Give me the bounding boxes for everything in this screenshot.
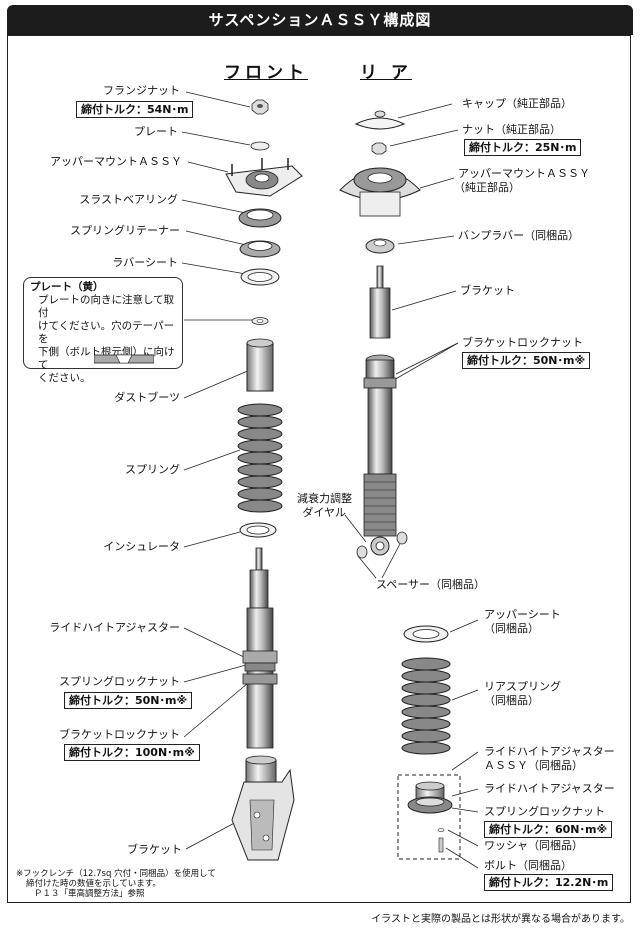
rear-bump-rubber-label: バンプラバー（同梱品） [458,229,580,242]
plate-orientation-icon [94,354,154,364]
front-flange-nut-drawing [251,99,269,115]
front-dust-boot-drawing [246,338,274,392]
rear-spring-sub-label: （同梱品） [484,694,539,707]
rear-nut-torque: 締付トルク：25N･m [464,139,582,156]
footnote-line: Ｐ１３「車高調整方法」参照 [34,889,145,899]
damping-dial-label: 減衰力調整 [297,492,352,505]
rear-upper-seat-drawing [403,625,449,643]
rear-rha-assy-sub-label: ＡＳＳＹ（同梱品） [484,759,583,772]
front-flange-nut-torque: 締付トルク：54N･m [76,101,194,118]
front-ride-height-adjuster-label: ライドハイトアジャスター [49,621,180,634]
front-spring-label: スプリング [125,463,180,476]
rear-bump-rubber-drawing [365,238,395,254]
page-title: サスペンションＡＳＳＹ構成図 [7,5,633,35]
rear-rha-label: ライドハイトアジャスター [484,782,615,795]
front-bracket-drawing [231,755,295,861]
front-insulator-drawing [239,522,277,538]
front-damper-drawing [242,547,278,749]
yellow-plate-note: プレート（黄） プレートの向きに注意して取付 けてください。穴のテーパーを 下側… [23,277,183,384]
rha-assy-dashed-box [397,774,461,860]
front-insulator-label: インシュレータ [103,540,180,553]
front-plate-label: プレート [134,125,178,138]
rear-spacer-label: スペーサー（同梱品） [376,578,486,591]
front-spring-lock-nut-label: スプリングロックナット [59,675,180,688]
rear-spring-drawing [401,657,451,755]
torque-footnote: ※フックレンチ（12.7sq 穴付・同梱品）を使用して 締付けた時の数値を示して… [16,869,216,899]
front-spring-lock-nut-torque: 締付トルク：50N･m※ [64,692,193,709]
front-spring-retainer-label: スプリングリテーナー [70,224,180,237]
rear-spring-lock-nut-label: スプリングロックナット [484,805,605,818]
front-thrust-bearing-drawing [238,208,282,228]
footnote-line: ※フックレンチ（12.7sq 穴付・同梱品）を使用して [16,869,216,879]
front-bracket-lock-nut-label: ブラケットロックナット [59,728,180,741]
front-leader-lines [181,91,252,850]
front-spring-retainer-drawing [239,240,281,258]
rear-upper-seat-sub-label: （同梱品） [484,622,539,635]
rear-bracket-lock-nut-torque: 締付トルク：50N･m※ [462,352,591,369]
rear-ride-height-adjuster-drawing [407,781,453,853]
front-bracket-label: ブラケット [127,843,182,856]
rear-bracket-label: ブラケット [460,284,515,297]
rear-cap-drawing [354,110,406,130]
rear-washer-label: ワッシャ（同梱品） [484,839,583,852]
rear-upper-mount-label: アッパーマウントＡＳＳＹ [458,167,590,180]
rear-damper-drawing [356,265,408,559]
rear-heading: リ ア [360,63,412,83]
rear-upper-seat-label: アッパーシート [484,608,561,621]
front-upper-mount-drawing [225,158,303,197]
note-title: プレート（黄） [30,281,104,293]
rear-spring-label: リアスプリング [484,680,561,693]
rear-bolt-torque: 締付トルク：12.2N･m [484,874,614,891]
note-line: ください。 [38,372,91,384]
rear-bolt-label: ボルト（同梱品） [484,859,572,872]
front-heading: フロント [224,63,308,83]
rear-rha-assy-label: ライドハイトアジャスター [484,745,615,758]
rear-cap-label: キャップ（純正部品） [462,97,572,110]
note-line: プレートの向きに注意して取付 [38,294,175,319]
front-upper-mount-label: アッパーマウントＡＳＳＹ [50,155,182,168]
front-spring-drawing [237,403,283,513]
rear-leader-lines [344,103,479,869]
rear-bracket-lock-nut-label: ブラケットロックナット [462,336,583,349]
damping-dial-sub-label: ダイヤル [302,506,346,519]
diagram-frame [7,35,631,903]
rear-upper-mount-sub-label: （純正部品） [454,181,520,194]
rear-spring-lock-nut-torque: 締付トルク：60N･m※ [484,821,613,838]
footnote-line: 締付けた時の数値を示しています。 [26,879,161,889]
rear-nut-drawing [371,142,387,155]
rear-nut-label: ナット（純正部品） [462,123,561,136]
front-bracket-lock-nut-torque: 締付トルク：100N･m※ [64,744,200,761]
illustration-disclaimer: イラストと実際の製品とは形状が異なる場合があります。 [371,914,630,925]
note-line: けてください。穴のテーパーを [38,320,175,345]
front-rubber-seat-drawing [240,268,280,286]
front-thrust-bearing-label: スラストベアリング [79,193,178,206]
front-plate-drawing [250,141,270,151]
front-yellow-plate-drawing [251,317,269,325]
front-dust-boot-label: ダストブーツ [114,391,180,404]
rear-upper-mount-drawing [339,167,421,217]
front-flange-nut-label: フランジナット [103,84,180,97]
front-rubber-seat-label: ラバーシート [112,256,178,269]
